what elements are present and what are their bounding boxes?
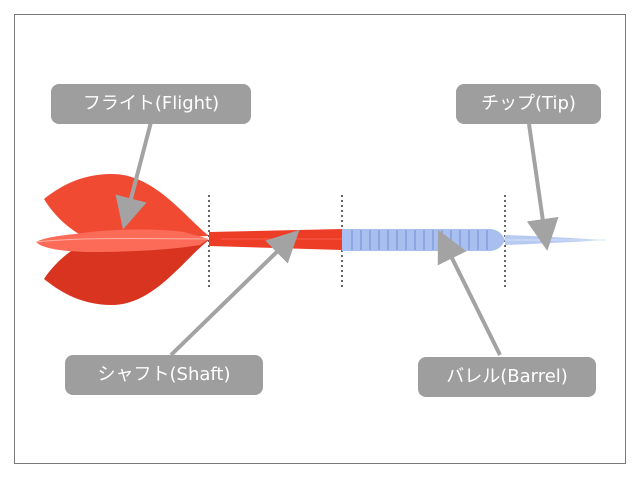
- flight-part: [35, 174, 210, 305]
- barrel-label: バレル(Barrel): [418, 357, 596, 397]
- shaft-label: シャフト(Shaft): [65, 355, 263, 395]
- barrel-part: [342, 229, 505, 251]
- barrel-arrow: [437, 229, 502, 356]
- tip-arrow: [526, 123, 559, 251]
- shaft-arrow: [169, 229, 300, 357]
- flight-arrow: [115, 121, 153, 230]
- tip-label: チップ(Tip): [456, 84, 601, 124]
- flight-label: フライト(Flight): [51, 84, 251, 124]
